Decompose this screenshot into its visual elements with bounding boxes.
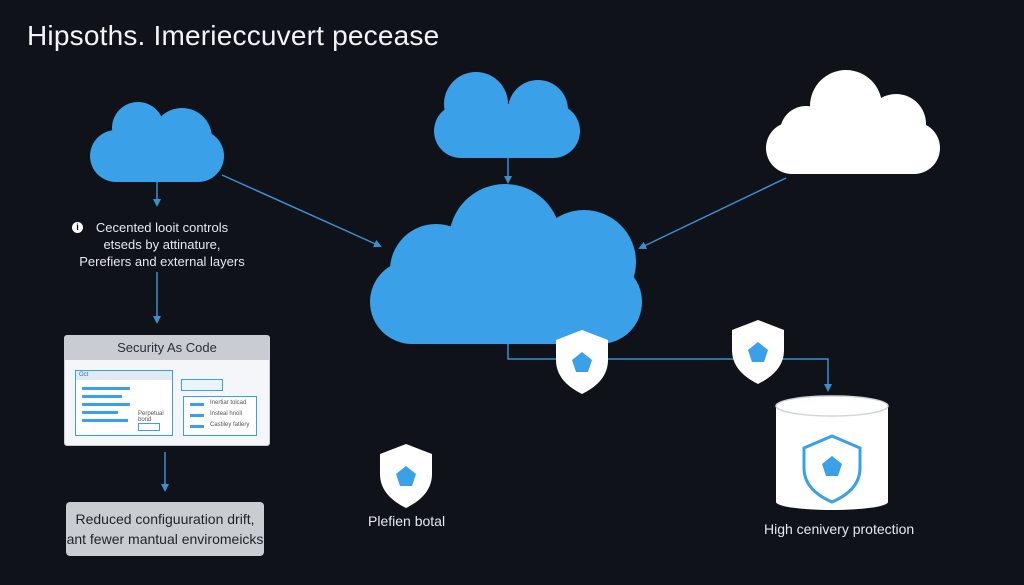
cloud-icon-main [370,184,642,344]
config-row-3: Castiley fatlery [210,422,250,428]
panel-header: Security As Code [65,336,269,360]
connector-white-cloud-to-main [638,177,787,250]
shield-icon-2 [732,320,784,384]
note-line-1: Cecented looit controls [95,220,229,235]
code-window-button [138,423,160,431]
note-text: Cecented looit controls etseds by attina… [62,219,262,270]
shield-icon-center [380,444,432,508]
cloud-icon-white [766,70,940,174]
code-window-tag-2: bond [138,417,152,423]
cloud-icon-top [434,72,580,158]
database-label: High cenivery protection [764,521,915,537]
code-window-tab: Oct [76,371,172,380]
code-window-tag: Perpetual [138,411,164,417]
database-icon [775,395,889,510]
shield-label: Plefien botal [368,513,446,529]
config-row-1: Inertiar tolcad [210,400,247,406]
connectors [153,158,832,492]
note-line-3: Perefiers and external layers [79,254,245,269]
note-line-2: etseds by attinature, [103,237,221,252]
page-title: Hipsoths. Imerieccuvert pecease [27,20,440,51]
config-header-illustration [181,379,223,391]
connector-main-to-database [507,340,832,392]
code-window-illustration: Oct Perpetual bond [75,370,173,436]
shield-icon-1 [556,330,608,394]
result-line-2: ant fewer mantual enviromeicks [66,531,264,547]
security-as-code-panel: Security As Code Oct Perpetual bond Iner… [64,335,270,446]
config-list-illustration: Inertiar tolcad Insteal hnoll Castiley f… [183,396,257,436]
result-line-1: Reduced configuuration drift, [75,511,255,527]
result-box: Reduced configuuration drift, ant fewer … [66,502,264,556]
cloud-icon-left [90,102,224,182]
info-icon: i [72,222,83,233]
config-row-2: Insteal hnoll [210,411,243,417]
connector-left-cloud-to-main [221,174,382,248]
